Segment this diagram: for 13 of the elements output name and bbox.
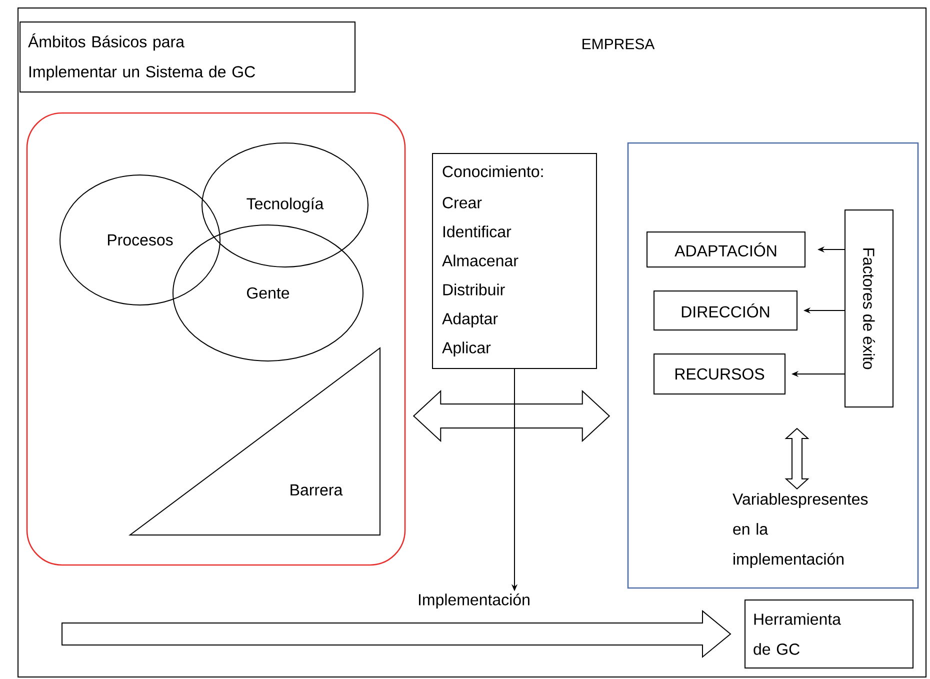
text-box: ADAPTACIÓN — [646, 232, 806, 268]
frame-heading: EMPRESA — [582, 38, 655, 50]
panel — [627, 142, 919, 589]
text-box: Ámbitos Básicos para Implementar un Sistema de GC — [20, 22, 356, 92]
text-box: Conocimiento: Crear Identificar Almacenar Distribuir Adaptar Aplicar — [432, 153, 597, 369]
text-box: RECURSOS — [654, 354, 786, 394]
block-arrow — [62, 610, 732, 658]
rounded-panel — [26, 112, 406, 566]
text-box: DIRECCIÓN — [654, 290, 798, 330]
text-box: Herramienta de GC — [744, 600, 914, 668]
text-label: Variablespresentes en la implementación — [732, 493, 868, 568]
vertical-text-box: Factores de éxito — [844, 210, 894, 408]
text-label: Implementación — [418, 593, 530, 609]
